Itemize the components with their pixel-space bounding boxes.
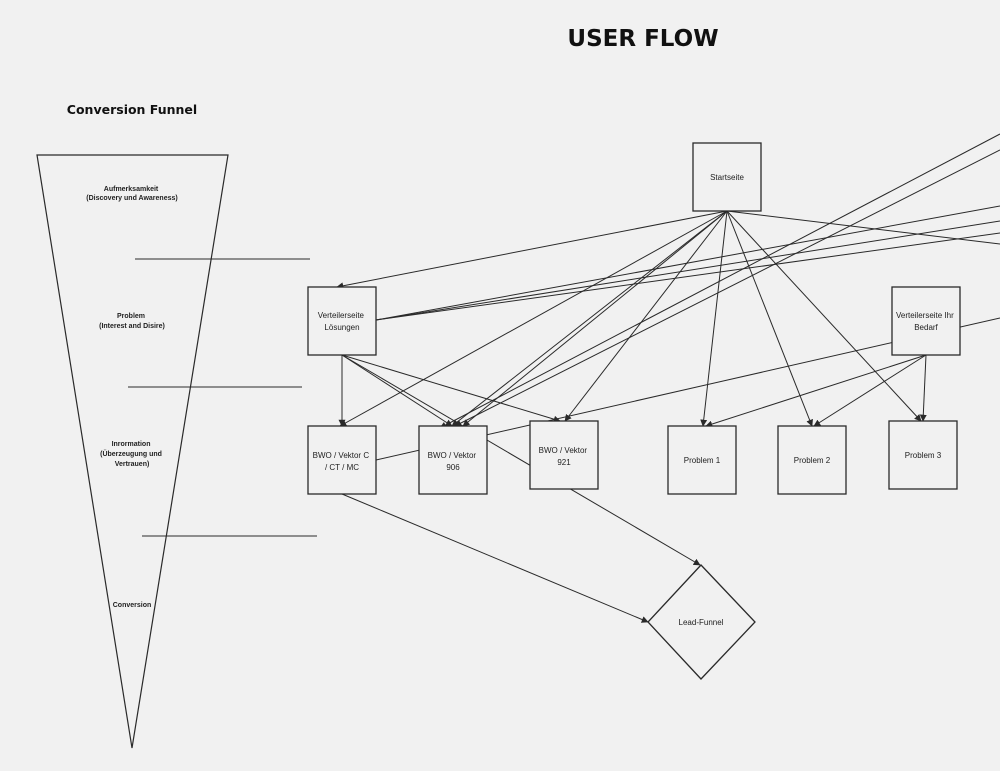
edge-verteiler-off2: [375, 220, 1000, 321]
edge-verteiler-bwo-921: [341, 354, 561, 423]
edge-bedarf-problem2: [813, 354, 927, 427]
svg-text:Verteilerseite Lösungen: Verteilerseite Lösungen: [318, 311, 366, 332]
edge-start-problem1: [700, 210, 728, 427]
edge-start-bwo-906b: [462, 210, 728, 427]
funnel-stage-conversion: Conversion: [113, 602, 152, 609]
node-problem-2[interactable]: Problem 2: [777, 425, 847, 495]
svg-text:Lead-Funnel: Lead-Funnel: [679, 618, 724, 627]
svg-text:BWO / Vektor 906: BWO / Vektor 906: [428, 451, 479, 472]
edge-start-problem3: [726, 210, 922, 422]
edge-bedarf-problem3: [919, 354, 927, 422]
funnel-title: Conversion Funnel: [67, 102, 197, 117]
flow-edges: [336, 133, 1000, 623]
edge-start-bwo-c: [339, 210, 728, 427]
page-title: USER FLOW: [567, 26, 718, 52]
svg-text:BWO / Vektor 921: BWO / Vektor 921: [539, 446, 590, 467]
edge-verteiler-lead: [341, 354, 701, 566]
node-verteilerseite-bedarf[interactable]: Verteilerseite Ihr Bedarf: [891, 286, 961, 356]
node-lead-funnel[interactable]: Lead-Funnel: [647, 564, 756, 680]
edge-verteiler-off1: [375, 205, 1000, 321]
edge-verteiler-off3: [375, 232, 1000, 321]
funnel-stage-information: Inrormation (Überzeugung und Vertrauen): [100, 441, 164, 468]
svg-text:Problem 3: Problem 3: [905, 451, 942, 460]
edge-bedarf-problem1: [705, 354, 927, 428]
svg-text:Problem 1: Problem 1: [684, 456, 721, 465]
edge-verteiler-bwo-906: [341, 354, 453, 427]
edge-off-bwo-906a: [439, 133, 1000, 429]
funnel-stage-awareness: Aufmerksamkeit (Discovery und Awareness): [86, 186, 177, 202]
node-bwo-vektor-921[interactable]: BWO / Vektor 921: [529, 420, 599, 490]
edge-start-offscreen: [726, 210, 1000, 245]
edge-start-bwo-921: [564, 210, 728, 422]
edge-start-verteiler: [336, 210, 728, 290]
node-verteilerseite-loesungen[interactable]: Verteilerseite Lösungen: [307, 286, 377, 356]
svg-text:Startseite: Startseite: [710, 173, 744, 182]
edge-start-bwo-906a: [451, 210, 728, 427]
node-startseite[interactable]: Startseite: [692, 142, 762, 212]
edge-bwo-c-lead: [341, 493, 649, 623]
node-problem-3[interactable]: Problem 3: [888, 420, 958, 490]
funnel-triangle: [36, 154, 229, 749]
node-bwo-vektor-906[interactable]: BWO / Vektor 906: [418, 425, 488, 495]
svg-text:Verteilerseite Ihr Bedar: Verteilerseite Ihr Bedarf: [896, 311, 956, 332]
edge-start-problem2: [726, 210, 813, 427]
node-problem-1[interactable]: Problem 1: [667, 425, 737, 495]
svg-text:Problem 2: Problem 2: [794, 456, 831, 465]
svg-text:BWO / Vektor C / CT / MC: BWO / Vektor C / CT / MC: [313, 451, 372, 472]
node-bwo-vektor-c[interactable]: BWO / Vektor C / CT / MC: [307, 425, 377, 495]
edge-off-bwo-906b: [454, 149, 1000, 427]
funnel-stage-problem: Problem (Interest and Disire): [99, 313, 165, 330]
